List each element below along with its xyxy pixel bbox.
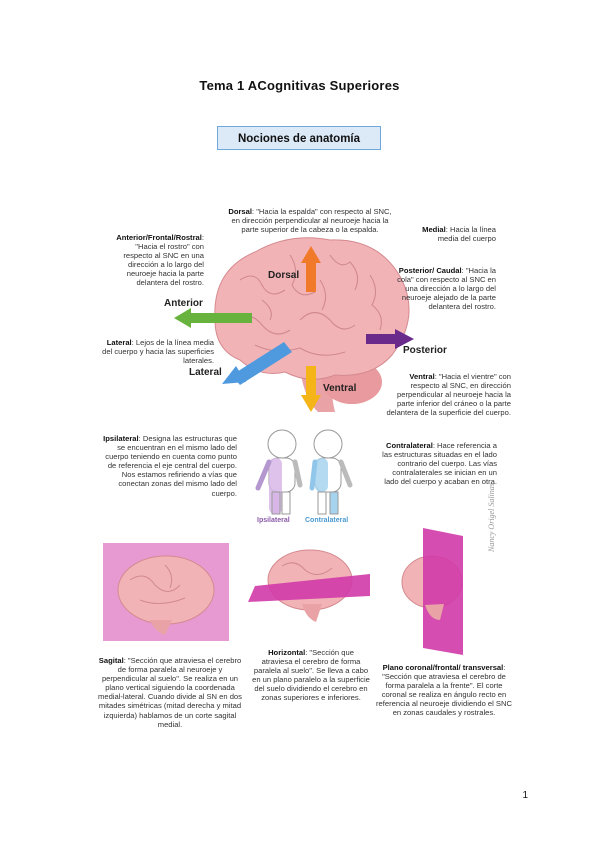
coronal-plane — [423, 528, 463, 655]
note-ipsilateral: Ipsilateral: Designa las estructuras que… — [103, 434, 237, 498]
watermark: Nancy Origel Salinas — [487, 483, 496, 552]
horizontal-plane — [248, 574, 370, 602]
note-anterior: Anterior/Frontal/Rostral: "Hacia el rost… — [116, 233, 204, 288]
note-sagital: Sagital: "Sección que atraviesa el cereb… — [98, 656, 242, 729]
note-contralateral: Contralateral: Hace referencia a las est… — [382, 441, 497, 487]
anterior-arrow — [174, 308, 252, 328]
page-number: 1 — [522, 790, 528, 801]
label-dorsal: Dorsal — [268, 270, 300, 281]
label-anterior: Anterior — [164, 298, 203, 309]
note-posterior: Posterior/ Caudal: "Hacia la cola" con r… — [397, 266, 496, 312]
dorsal-arrow — [301, 246, 321, 292]
ipsilateral-figure — [255, 429, 303, 515]
label-posterior: Posterior — [403, 345, 447, 356]
label-contralateral: Contralateral — [305, 517, 349, 524]
note-medial: Medial: Hacia la línea media del cuerpo — [422, 225, 496, 244]
label-lateral: Lateral — [189, 367, 222, 378]
note-dorsal: Dorsal: "Hacia la espalda" con respecto … — [228, 207, 392, 235]
note-coronal: Plano coronal/frontal/ transversal: "Sec… — [376, 663, 512, 718]
posterior-arrow — [366, 329, 414, 349]
label-ventral: Ventral — [323, 383, 357, 394]
note-lateral: Lateral: Lejos de la línea media del cue… — [102, 338, 214, 366]
label-ipsilateral: Ipsilateral — [257, 517, 290, 524]
page-title: Tema 1 ACognitivas Superiores — [199, 78, 400, 93]
lateral-arrow — [222, 342, 292, 385]
contralateral-figure — [309, 429, 353, 515]
note-horizontal: Horizontal: "Sección que atraviesa el ce… — [252, 648, 370, 703]
ventral-arrow — [301, 366, 321, 412]
note-ventral: Ventral: "Hacia el vientre" con respecto… — [386, 372, 511, 418]
section-heading: Nociones de anatomía — [217, 126, 381, 150]
